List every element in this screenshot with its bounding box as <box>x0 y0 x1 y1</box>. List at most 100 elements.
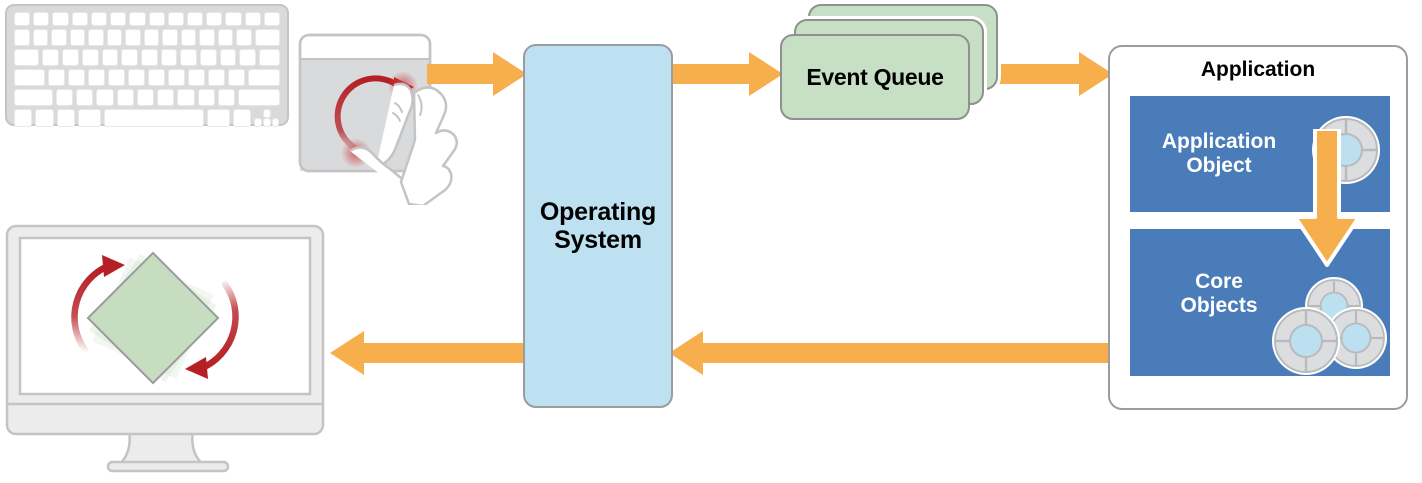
keyboard-key <box>143 29 160 46</box>
keyboard-key <box>180 49 197 66</box>
keyboard-key <box>167 69 185 86</box>
keyboard-key-arrow-up <box>262 109 271 118</box>
keyboard-row <box>14 69 280 86</box>
keyboard-key <box>180 29 197 46</box>
keyboard-key <box>207 69 225 86</box>
event-queue-card-front[interactable]: Event Queue <box>780 34 970 120</box>
keyboard-key <box>90 12 108 26</box>
keyboard-key-control <box>35 109 54 127</box>
keyboard-key <box>125 29 141 46</box>
arrow-application-to-os <box>669 331 1291 380</box>
keyboard-key <box>47 69 65 86</box>
monitor-device <box>3 222 333 480</box>
core-object-icon <box>1325 307 1387 369</box>
rotating-shape <box>86 251 220 385</box>
keyboard-key <box>101 49 119 66</box>
keyboard-key-shift-left <box>14 89 53 106</box>
keyboard-key <box>258 49 280 66</box>
keyboard-key-space <box>103 109 204 127</box>
application-title: Application <box>1200 58 1316 81</box>
hand-palm <box>399 86 458 208</box>
keyboard-key <box>67 69 85 86</box>
keyboard-key <box>14 12 31 26</box>
keyboard-key <box>197 89 215 106</box>
keyboard-key <box>51 29 67 46</box>
keyboard-key <box>87 69 105 86</box>
index-finger <box>375 82 414 169</box>
keyboard-key <box>69 29 86 46</box>
finger-crease <box>417 94 423 116</box>
keyboard-key <box>199 49 217 66</box>
keyboard-key <box>55 89 73 106</box>
keyboard-key-arrow-right <box>271 118 280 127</box>
keyboard-key <box>33 12 50 26</box>
operating-system-node[interactable]: Operating System <box>523 44 673 408</box>
arrow-application-object-to-core-objects <box>1293 129 1361 267</box>
keyboard-key-arrow-left <box>253 118 262 127</box>
keyboard-key <box>116 89 134 106</box>
keyboard-key <box>225 12 242 26</box>
keyboard-key-command-right <box>206 109 230 127</box>
keyboard-key <box>107 69 125 86</box>
keyboard-key <box>206 12 223 26</box>
keyboard-key-tab <box>14 49 40 66</box>
keyboard-key <box>177 89 195 106</box>
keyboard-key <box>52 12 69 26</box>
arrow-event-queue-to-application <box>967 52 1113 101</box>
keyboard-key <box>186 12 204 26</box>
keyboard-key <box>127 69 145 86</box>
event-queue-node[interactable]: Event Queue <box>779 2 1011 134</box>
keyboard-row <box>14 109 280 127</box>
keyboard-key <box>14 29 30 46</box>
keyboard-key <box>239 49 256 66</box>
keyboard-row <box>14 29 280 46</box>
keyboard-key <box>71 12 88 26</box>
keyboard-device <box>5 4 289 127</box>
application-node[interactable]: Application Application Object <box>1108 45 1408 410</box>
keyboard-key <box>147 69 165 86</box>
keyboard-row <box>14 12 281 26</box>
arrow-trackpad-to-os <box>427 52 527 101</box>
keyboard-key <box>263 12 281 26</box>
event-queue-label: Event Queue <box>806 63 944 90</box>
keyboard-key <box>217 89 236 106</box>
keyboard-key <box>236 29 252 46</box>
trackpad-svg <box>298 33 458 208</box>
keyboard-key <box>106 29 123 46</box>
keyboard-key <box>96 89 114 106</box>
keyboard-key <box>121 49 138 66</box>
rotation-arc-left <box>71 262 112 354</box>
keyboard-key-fn <box>14 109 33 127</box>
finger-crease <box>394 102 403 113</box>
keyboard-key-arrow-down <box>262 118 271 127</box>
keyboard-key <box>244 12 261 26</box>
keyboard-key <box>219 49 237 66</box>
arrow-os-to-event-queue <box>669 52 783 101</box>
arrow-os-to-monitor <box>330 331 526 380</box>
keyboard-key <box>227 69 245 86</box>
finger-crease <box>392 112 401 122</box>
core-objects-panel[interactable]: Core Objects <box>1130 229 1390 376</box>
monitor-svg <box>5 224 325 473</box>
rotation-arc-right <box>198 280 239 372</box>
trackpad-device <box>296 33 466 208</box>
keyboard-key-capslock <box>14 69 45 86</box>
keyboard-key <box>199 29 215 46</box>
application-object-label: Application Object <box>1161 129 1277 177</box>
keyboard-key <box>110 12 127 26</box>
keyboard-key-option <box>56 109 75 127</box>
rotation-arrowhead-left <box>102 255 125 277</box>
keyboard-key <box>75 89 94 106</box>
keyboard-key-return <box>247 69 280 86</box>
keyboard-key <box>140 49 158 66</box>
keyboard-key-option-right <box>232 109 251 127</box>
core-objects-icon-cluster <box>1272 277 1387 375</box>
keyboard-key <box>62 49 79 66</box>
keyboard-key <box>32 29 49 46</box>
keyboard-key <box>81 49 99 66</box>
rotation-arc <box>334 75 405 154</box>
keyboard-key <box>148 12 165 26</box>
keyboard-arrow-cluster <box>253 109 280 127</box>
keyboard-key <box>136 89 155 106</box>
